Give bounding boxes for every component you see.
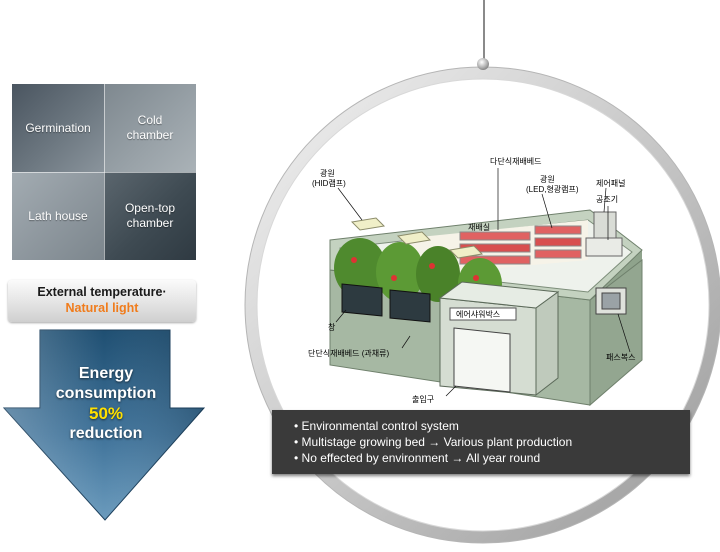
hanging-rope	[483, 0, 485, 66]
grid-cell-label: Open-top chamber	[124, 201, 176, 230]
energy-line: Energy	[78, 365, 134, 382]
condition-grid: Germination Cold chamber Lath house Open…	[12, 84, 196, 260]
air-conditioner-label: 공조기	[596, 195, 618, 204]
reduction-line: reduction	[69, 425, 143, 442]
grid-cell-lath-house: Lath house	[12, 172, 104, 260]
led-lamp-label: 광원	[540, 174, 555, 184]
down-arrow-icon	[2, 329, 206, 521]
grid-cell-label: Lath house	[28, 208, 88, 223]
hid-lamp-label: 광원	[320, 168, 335, 178]
single-bed-label: 단단식재배베드 (과채류)	[308, 348, 389, 358]
air-shower-label: 에어샤워박스	[456, 309, 500, 319]
energy-reduction-text: Energy consumption 50% reduction	[32, 364, 180, 444]
multistage-shelves	[459, 225, 582, 265]
feature-caption-box: • Environmental control system • Multist…	[272, 410, 690, 474]
caption-line: • Environmental control system	[294, 419, 459, 433]
entrance-label: 출입구	[412, 394, 434, 404]
external-temperature-label: External temperature·	[37, 285, 167, 299]
hid-lamps	[350, 217, 484, 259]
grid-cell-open-top-chamber: Open-top chamber	[104, 172, 196, 260]
percent-value: 50%	[88, 404, 124, 423]
grid-cell-label: Cold chamber	[126, 113, 174, 142]
pass-box-label: 패스복스	[606, 352, 635, 362]
multistage-bed-label: 다단식재배베드	[490, 156, 542, 166]
window-label: 창	[328, 323, 336, 332]
grid-divider	[12, 172, 196, 173]
external-conditions-box: External temperature· Natural light	[8, 280, 196, 322]
plant-factory-illustration: 광원 (HID램프) 다단식재배베드 광원 (LED,형광램프) 제어패널 공조…	[308, 156, 643, 407]
natural-light-label: Natural light	[65, 301, 139, 315]
consumption-line: consumption	[55, 385, 157, 402]
grid-cell-label: Germination	[25, 120, 91, 135]
caption-line: • No effected by environment → All year …	[294, 451, 541, 465]
caption-line: • Multistage growing bed → Various plant…	[294, 435, 573, 449]
control-panel-label: 제어패널	[596, 178, 625, 188]
grid-cell-cold-chamber: Cold chamber	[104, 84, 196, 172]
hanger-knob	[477, 58, 489, 70]
grid-cell-germination: Germination	[12, 84, 104, 172]
led-lamp-label: (LED,형광램프)	[526, 184, 579, 194]
hid-lamp-label: (HID램프)	[312, 178, 346, 188]
cultivation-room-label: 재배실	[468, 222, 490, 232]
